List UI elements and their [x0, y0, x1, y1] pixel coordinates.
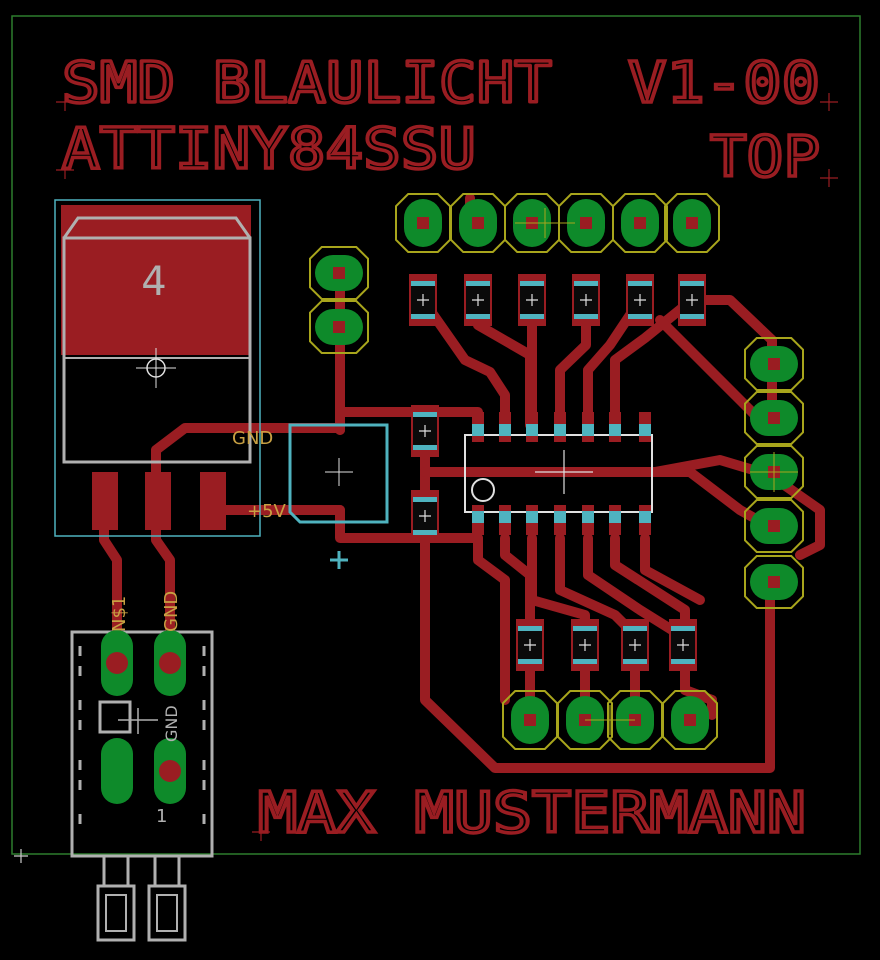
label-plus-5v: +5V — [247, 501, 287, 522]
attiny84-pins — [472, 412, 651, 535]
label-ns1: N$1 — [109, 596, 130, 632]
regulator-tab-number: 4 — [141, 259, 166, 305]
smd-resistor — [626, 274, 654, 326]
smd-resistor — [409, 274, 437, 326]
smd-resistor — [571, 619, 599, 671]
side-label: TOP — [710, 125, 820, 190]
smd-resistor — [669, 619, 697, 671]
through-hole-pad — [450, 193, 506, 253]
voltage-regulator: 4 — [54, 199, 261, 537]
smd-resistor — [411, 405, 439, 457]
author-label: MAX MUSTERMANN — [258, 781, 806, 846]
through-hole-pad — [664, 193, 720, 253]
smd-resistor — [516, 619, 544, 671]
smd-resistor — [518, 274, 546, 326]
through-hole-pad — [309, 300, 369, 354]
title-line1: SMD BLAULICHT — [62, 51, 552, 116]
through-hole-pad — [612, 193, 668, 253]
corner-marks — [14, 93, 838, 863]
through-hole-pad — [502, 690, 558, 750]
power-connector — [70, 630, 214, 942]
through-hole-pad — [309, 246, 369, 300]
smd-component — [288, 423, 389, 569]
version-label: V1-00 — [628, 51, 820, 116]
label-gnd-connector: GND — [161, 591, 182, 632]
label-gnd-regulator: GND — [232, 428, 273, 449]
through-hole-pad — [662, 690, 718, 750]
smd-resistor — [678, 274, 706, 326]
smd-resistor — [621, 619, 649, 671]
through-hole-pads — [309, 193, 804, 750]
title-line2: ATTINY84SSU — [62, 117, 476, 182]
label-pin1: 1 — [156, 806, 167, 827]
smd-resistor — [411, 490, 439, 542]
through-hole-pad — [558, 193, 614, 253]
through-hole-pad — [744, 337, 804, 391]
smd-resistors — [409, 274, 706, 671]
through-hole-pad — [744, 391, 804, 445]
through-hole-pad — [395, 193, 451, 253]
board-outline — [11, 15, 861, 855]
smd-resistor — [464, 274, 492, 326]
through-hole-pad — [744, 555, 804, 609]
through-hole-pad — [744, 499, 804, 553]
label-gnd-connector-silk: GND — [162, 705, 181, 742]
smd-resistor — [572, 274, 600, 326]
